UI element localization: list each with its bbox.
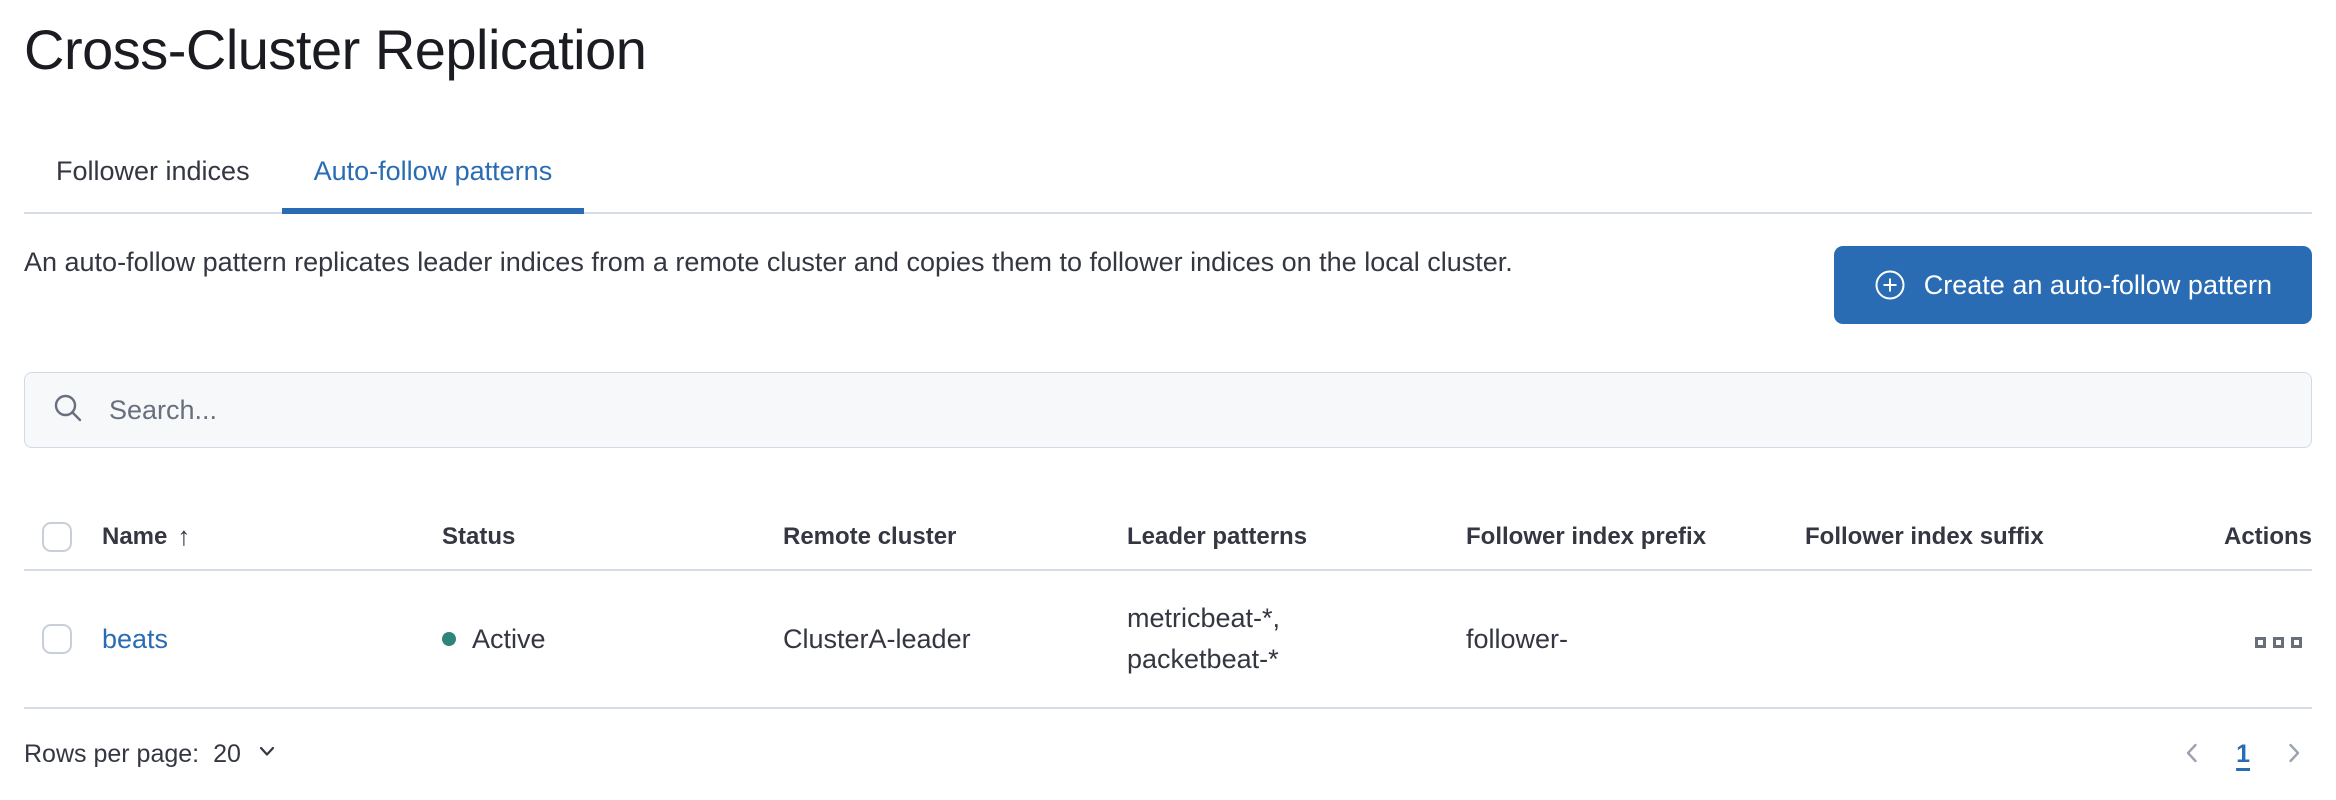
follower-index-prefix-cell: follower- [1466, 570, 1805, 709]
boxes-horizontal-icon [2255, 636, 2266, 648]
column-header-follower-index-suffix: Follower index suffix [1805, 504, 2145, 571]
column-header-status: Status [442, 504, 783, 571]
sort-ascending-icon: ↑ [177, 521, 191, 551]
page-title: Cross-Cluster Replication [24, 18, 647, 81]
table-header-row: Name ↑ Status Remote cluster Leader patt… [24, 504, 2312, 571]
column-header-follower-index-prefix: Follower index prefix [1466, 504, 1805, 571]
column-header-actions: Actions [2145, 504, 2312, 571]
previous-page-button[interactable] [2174, 735, 2210, 774]
remote-cluster-cell: ClusterA-leader [783, 570, 1127, 709]
page-number-1[interactable]: 1 [2236, 740, 2250, 768]
follower-index-suffix-cell [1805, 570, 2145, 709]
chevron-right-icon [2280, 739, 2308, 770]
rows-per-page-value: 20 [213, 740, 241, 768]
row-checkbox[interactable] [42, 624, 72, 654]
status-label: Active [472, 623, 546, 654]
intro-row: An auto-follow pattern replicates leader… [24, 242, 2312, 324]
table-row: beats Active ClusterA-leader metricbeat-… [24, 570, 2312, 709]
search-input[interactable] [109, 373, 2311, 447]
tab-follower-indices[interactable]: Follower indices [56, 156, 250, 186]
create-button-label: Create an auto-follow pattern [1923, 269, 2272, 300]
select-all-checkbox[interactable] [42, 521, 72, 552]
status-cell: Active [442, 619, 783, 660]
rows-per-page-label: Rows per page: [24, 740, 200, 768]
cross-cluster-replication-page: Cross-Cluster Replication Follower indic… [0, 18, 2336, 774]
rows-per-page-button[interactable]: Rows per page: 20 [24, 739, 279, 770]
search-bar [24, 372, 2312, 448]
column-header-name[interactable]: Name ↑ [102, 521, 191, 551]
next-page-button[interactable] [2276, 735, 2312, 774]
tabs: Follower indices Auto-follow patterns [24, 154, 2312, 214]
table-footer: Rows per page: 20 1 [24, 735, 2312, 774]
leader-patterns-cell: metricbeat-*, packetbeat-* [1127, 570, 1466, 709]
pagination: 1 [2174, 735, 2312, 774]
status-active-dot-icon [442, 632, 456, 646]
create-auto-follow-pattern-button[interactable]: Create an auto-follow pattern [1833, 246, 2312, 324]
chevron-down-icon [255, 739, 279, 770]
pattern-name-link[interactable]: beats [102, 623, 169, 654]
description-text: An auto-follow pattern replicates leader… [24, 247, 1513, 277]
auto-follow-patterns-table: Name ↑ Status Remote cluster Leader patt… [24, 504, 2312, 709]
plus-in-circle-icon [1874, 269, 1906, 301]
column-header-leader-patterns: Leader patterns [1127, 504, 1466, 571]
tab-auto-follow-patterns[interactable]: Auto-follow patterns [281, 154, 585, 214]
chevron-left-icon [2178, 739, 2206, 770]
row-actions-button[interactable] [2249, 631, 2308, 654]
search-icon [51, 391, 85, 430]
column-header-remote-cluster: Remote cluster [783, 504, 1127, 571]
